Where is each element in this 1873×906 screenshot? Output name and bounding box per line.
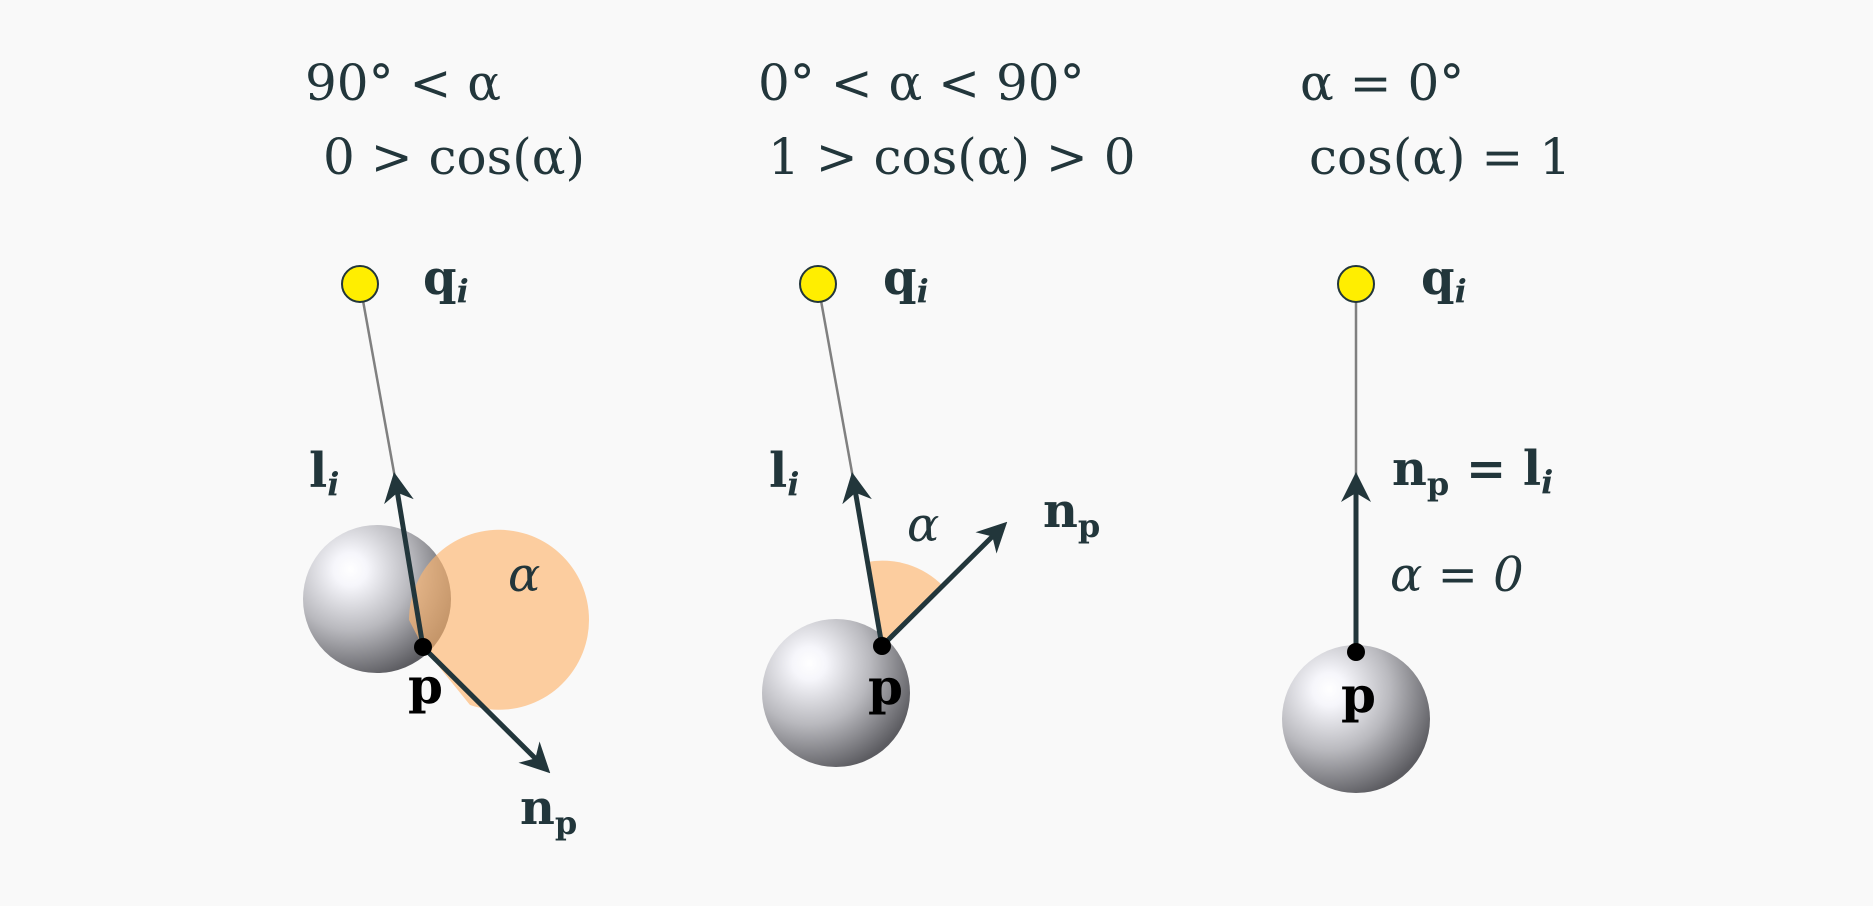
condition-1: α = 0° xyxy=(1300,54,1464,112)
surface-point xyxy=(414,638,432,656)
condition-1: 90° < α xyxy=(305,54,501,112)
point-label: p xyxy=(868,657,903,716)
sphere xyxy=(762,619,910,767)
panel-zero: α = 0° cos(α) = 1 qi np = li α = 0 p xyxy=(1282,54,1571,793)
surface-point xyxy=(873,637,891,655)
normal-arrow xyxy=(880,521,1008,648)
light-direction-arrow xyxy=(384,472,426,648)
angle-wedge xyxy=(867,560,943,646)
point-label: p xyxy=(408,656,443,715)
light-line xyxy=(816,283,855,479)
light-label: qi xyxy=(423,250,469,310)
condition-2: 1 > cos(α) > 0 xyxy=(768,128,1136,186)
normal-label: np xyxy=(520,780,577,842)
normal-equals-light-label: np = li xyxy=(1392,441,1553,503)
angle-wedge xyxy=(408,529,589,710)
surface-point xyxy=(1347,643,1365,661)
point-label: p xyxy=(1341,665,1376,724)
panel-acute: 0° < α < 90° 1 > cos(α) > 0 qi li α p np xyxy=(758,54,1136,767)
light-label: qi xyxy=(1421,250,1467,310)
light-label: qi xyxy=(883,250,929,310)
panel-obtuse: 90° < α 0 > cos(α) qi li α p np xyxy=(303,54,589,842)
light-line xyxy=(358,283,397,479)
light-direction-label: li xyxy=(769,443,799,503)
angle-label: α xyxy=(508,547,540,603)
normal-arrow xyxy=(421,645,551,774)
light-direction-arrow xyxy=(842,472,885,647)
sphere xyxy=(1282,645,1430,793)
light-source-icon xyxy=(799,265,837,303)
condition-2: cos(α) = 1 xyxy=(1309,128,1571,186)
sphere xyxy=(303,525,451,673)
angle-label: α = 0 xyxy=(1390,547,1524,603)
normal-label: np xyxy=(1043,483,1100,545)
light-source-icon xyxy=(1337,265,1375,303)
light-source-icon xyxy=(341,265,379,303)
condition-2: 0 > cos(α) xyxy=(323,128,585,186)
condition-1: 0° < α < 90° xyxy=(758,54,1085,112)
angle-label: α xyxy=(907,497,939,553)
light-direction-label: li xyxy=(309,443,339,503)
